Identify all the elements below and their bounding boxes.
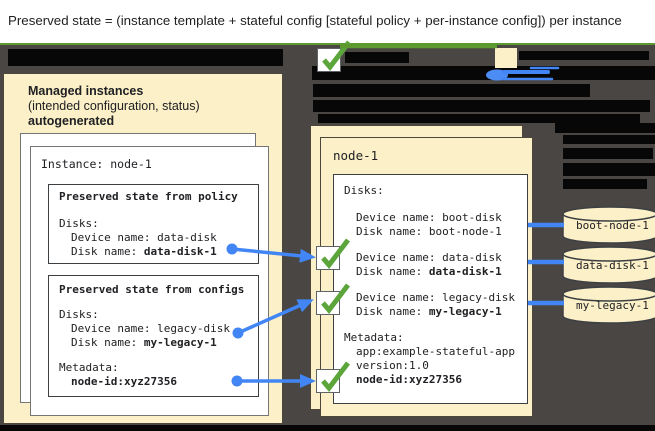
redaction-bar bbox=[313, 100, 650, 112]
redaction-bar bbox=[345, 52, 409, 63]
vm-metadata-label: Metadata: bbox=[344, 331, 404, 344]
configs-metadata-value: node-id:xyz27356 bbox=[71, 375, 177, 388]
checkbox-data-disk bbox=[316, 238, 350, 270]
policy-box-title: Preserved state from policy bbox=[59, 190, 238, 203]
checkbox-top bbox=[317, 40, 351, 72]
redaction-bar bbox=[563, 163, 655, 176]
small-cream-box bbox=[495, 48, 517, 68]
disk-connectors bbox=[528, 222, 564, 306]
checkbox-legacy-disk bbox=[316, 283, 350, 315]
disk-cylinder-data: data-disk-1 bbox=[562, 246, 655, 284]
redaction-bar bbox=[519, 51, 649, 60]
redaction-bar bbox=[563, 179, 647, 189]
vm-boot-device-name: Device name: boot-disk bbox=[356, 211, 502, 224]
check-icon bbox=[322, 40, 351, 71]
check-icon bbox=[321, 361, 350, 392]
vm-panel-front: node-1 Disks: Device name: boot-disk Dis… bbox=[320, 137, 533, 417]
managed-instances-heading: Managed instances bbox=[28, 84, 144, 98]
policy-disk-name: Disk name: data-disk-1 bbox=[71, 245, 217, 258]
vm-data-disk-value: data-disk-1 bbox=[428, 265, 502, 278]
vm-data-device-name: Device name: data-disk bbox=[356, 251, 502, 264]
disk-label: boot-node-1 bbox=[576, 219, 649, 232]
cylinder-icon bbox=[562, 286, 655, 324]
check-icon bbox=[321, 238, 350, 269]
vm-legacy-disk-name: Disk name: my-legacy-1 bbox=[356, 305, 502, 318]
vm-metadata-version: version:1.0 bbox=[356, 359, 429, 372]
autogenerated-label: autogenerated bbox=[28, 114, 115, 128]
disk-cylinder-legacy: my-legacy-1 bbox=[562, 286, 655, 324]
redaction-bar bbox=[8, 49, 283, 66]
checkbox-node-id bbox=[316, 361, 350, 393]
title-band: Preserved state = (instance template + s… bbox=[0, 0, 655, 43]
redaction-bar bbox=[555, 123, 655, 133]
preserved-state-configs-box: Preserved state from configs Disks: Devi… bbox=[48, 275, 259, 397]
configs-disk-value: my-legacy-1 bbox=[143, 336, 217, 349]
instance-card-front: Instance: node-1 Preserved state from po… bbox=[30, 146, 269, 416]
redaction-bar bbox=[313, 84, 590, 97]
vm-data-disk-prefix: Disk name: bbox=[356, 265, 429, 278]
green-divider-line bbox=[0, 43, 655, 45]
check-icon bbox=[321, 283, 350, 314]
vm-disks-label: Disks: bbox=[344, 184, 384, 197]
instance-name-label: Instance: node-1 bbox=[41, 157, 152, 171]
redaction-bar bbox=[563, 135, 655, 144]
disk-cylinder-boot: boot-node-1 bbox=[562, 206, 655, 244]
vm-boot-disk-prefix: Disk name: bbox=[356, 225, 429, 238]
managed-instances-subheading: (intended configuration, status) bbox=[28, 99, 200, 113]
disk-label: my-legacy-1 bbox=[576, 299, 649, 312]
cylinder-icon bbox=[562, 246, 655, 284]
redaction-bar bbox=[0, 425, 655, 431]
vm-data-disk-name: Disk name: data-disk-1 bbox=[356, 265, 502, 278]
configs-metadata-label: Metadata: bbox=[59, 361, 119, 374]
configs-box-title: Preserved state from configs bbox=[59, 283, 245, 296]
vm-metadata-app: app:example-stateful-app bbox=[356, 345, 515, 358]
page-title: Preserved state = (instance template + s… bbox=[8, 13, 622, 28]
vm-state-box: Disks: Device name: boot-disk Disk name:… bbox=[333, 174, 528, 404]
vm-boot-disk-value: boot-node-1 bbox=[428, 225, 502, 238]
configs-disk-prefix: Disk name: bbox=[71, 336, 144, 349]
policy-disk-value: data-disk-1 bbox=[143, 245, 217, 258]
cylinder-icon bbox=[562, 206, 655, 244]
configs-disks-label: Disks: bbox=[59, 308, 99, 321]
policy-disk-prefix: Disk name: bbox=[71, 245, 144, 258]
vm-boot-disk-name: Disk name: boot-node-1 bbox=[356, 225, 502, 238]
redaction-bar bbox=[318, 114, 640, 123]
vm-legacy-device-name: Device name: legacy-disk bbox=[356, 291, 515, 304]
redaction-bar bbox=[312, 66, 655, 80]
configs-device-name: Device name: legacy-disk bbox=[71, 322, 230, 335]
configs-disk-name: Disk name: my-legacy-1 bbox=[71, 336, 217, 349]
vm-name-label: node-1 bbox=[333, 148, 379, 163]
policy-disks-label: Disks: bbox=[59, 217, 99, 230]
disk-label: data-disk-1 bbox=[576, 259, 649, 272]
redaction-bar bbox=[563, 148, 653, 159]
vm-metadata-node-id: node-id:xyz27356 bbox=[356, 373, 462, 386]
vm-legacy-disk-prefix: Disk name: bbox=[356, 305, 429, 318]
preserved-state-policy-box: Preserved state from policy Disks: Devic… bbox=[48, 184, 259, 264]
managed-instances-panel: Managed instances (intended configuratio… bbox=[3, 73, 283, 424]
policy-device-name: Device name: data-disk bbox=[71, 231, 217, 244]
vm-legacy-disk-value: my-legacy-1 bbox=[428, 305, 502, 318]
